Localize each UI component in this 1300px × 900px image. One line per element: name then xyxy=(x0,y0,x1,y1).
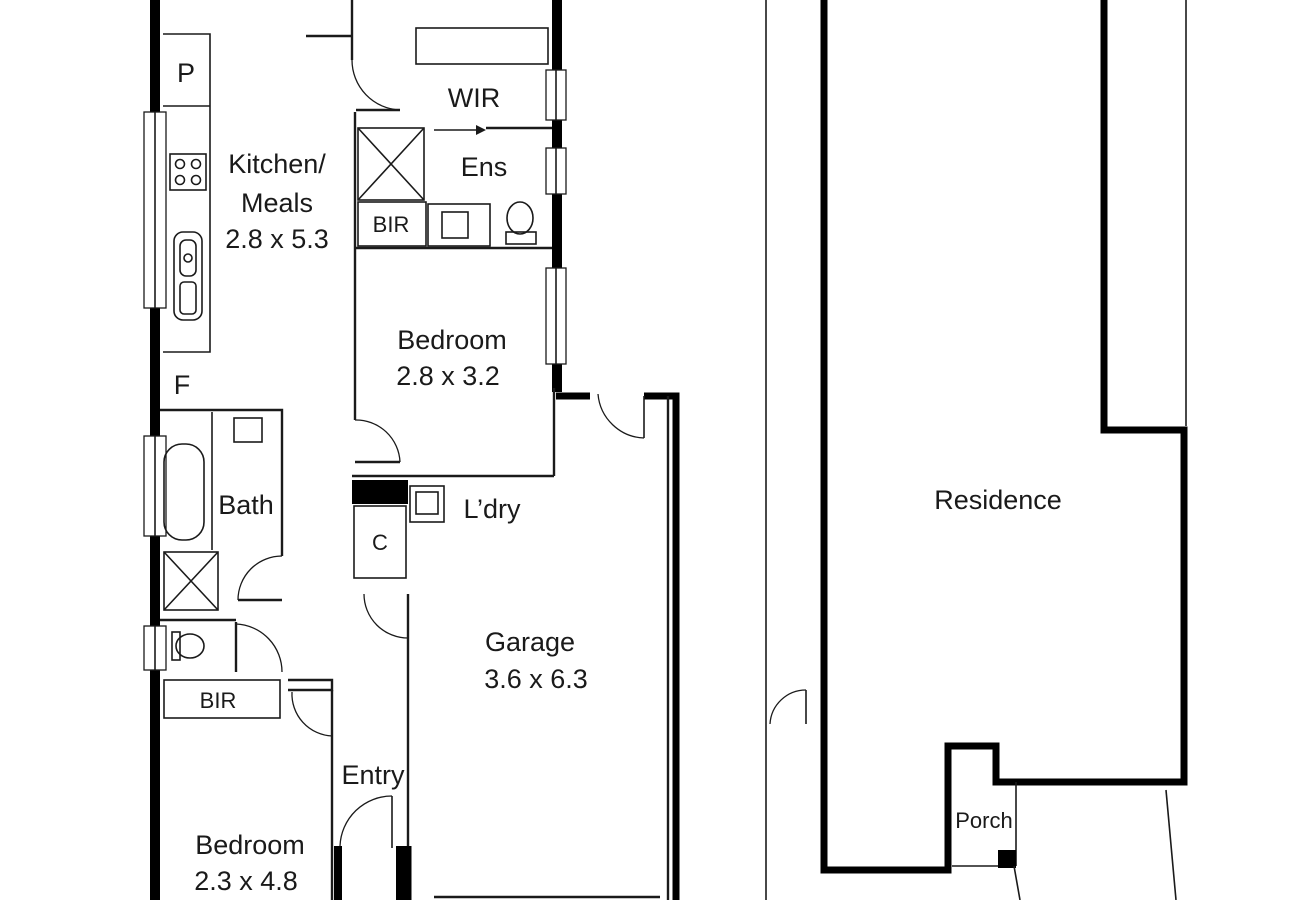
neighbouring-site: Residence Porch xyxy=(765,0,1188,900)
shower-bath-icon xyxy=(163,551,219,611)
wir-shelf xyxy=(415,27,549,65)
kitchen-sink-icon xyxy=(173,231,203,321)
wall-bath xyxy=(160,408,284,556)
bir-bedroom2-label: BIR xyxy=(200,688,237,713)
wall-laundry xyxy=(352,480,408,504)
ensuite-label: Ens xyxy=(461,152,508,182)
bathtub-icon xyxy=(163,443,205,541)
garage-size: 3.6 x 6.3 xyxy=(484,664,588,694)
bedroom-2-name: Bedroom xyxy=(195,830,305,860)
kitchen-name-line1: Kitchen/ xyxy=(228,149,326,179)
bath-vanity-icon xyxy=(233,417,263,443)
toilet-ensuite-icon xyxy=(505,201,537,245)
bedroom-2-size: 2.3 x 4.8 xyxy=(194,866,298,896)
porch-post xyxy=(998,850,1016,868)
shower-ensuite-icon xyxy=(357,127,425,201)
kitchen-bench xyxy=(163,33,211,353)
fridge-label: F xyxy=(174,370,191,400)
cupboard-label: C xyxy=(372,530,388,555)
entry-label: Entry xyxy=(341,760,405,790)
wall-right-bedroom xyxy=(552,0,562,392)
wir-label: WIR xyxy=(448,83,500,113)
vanity-icon xyxy=(427,203,491,247)
kitchen-name-line2: Meals xyxy=(241,188,313,218)
bedroom-main-size: 2.8 x 3.2 xyxy=(396,361,500,391)
residence-outline xyxy=(820,0,1188,874)
pantry-label: P xyxy=(177,58,195,88)
toilet-wc-icon xyxy=(171,631,205,661)
kitchen-size: 2.8 x 5.3 xyxy=(225,224,329,254)
garage-name: Garage xyxy=(485,627,575,657)
laundry-tub-icon xyxy=(409,485,445,523)
porch-label: Porch xyxy=(955,808,1012,833)
bir-ensuite-label: BIR xyxy=(373,212,410,237)
wall-garage xyxy=(556,392,680,900)
laundry-label: L’dry xyxy=(463,494,521,524)
bedroom-main-name: Bedroom xyxy=(397,325,507,355)
residence-label: Residence xyxy=(934,485,1062,515)
cooktop-icon xyxy=(169,153,207,191)
bath-label: Bath xyxy=(218,490,274,520)
unit-floor-plan: P F Kitchen/ Meals 2.8 x 5.3 xyxy=(143,0,680,900)
